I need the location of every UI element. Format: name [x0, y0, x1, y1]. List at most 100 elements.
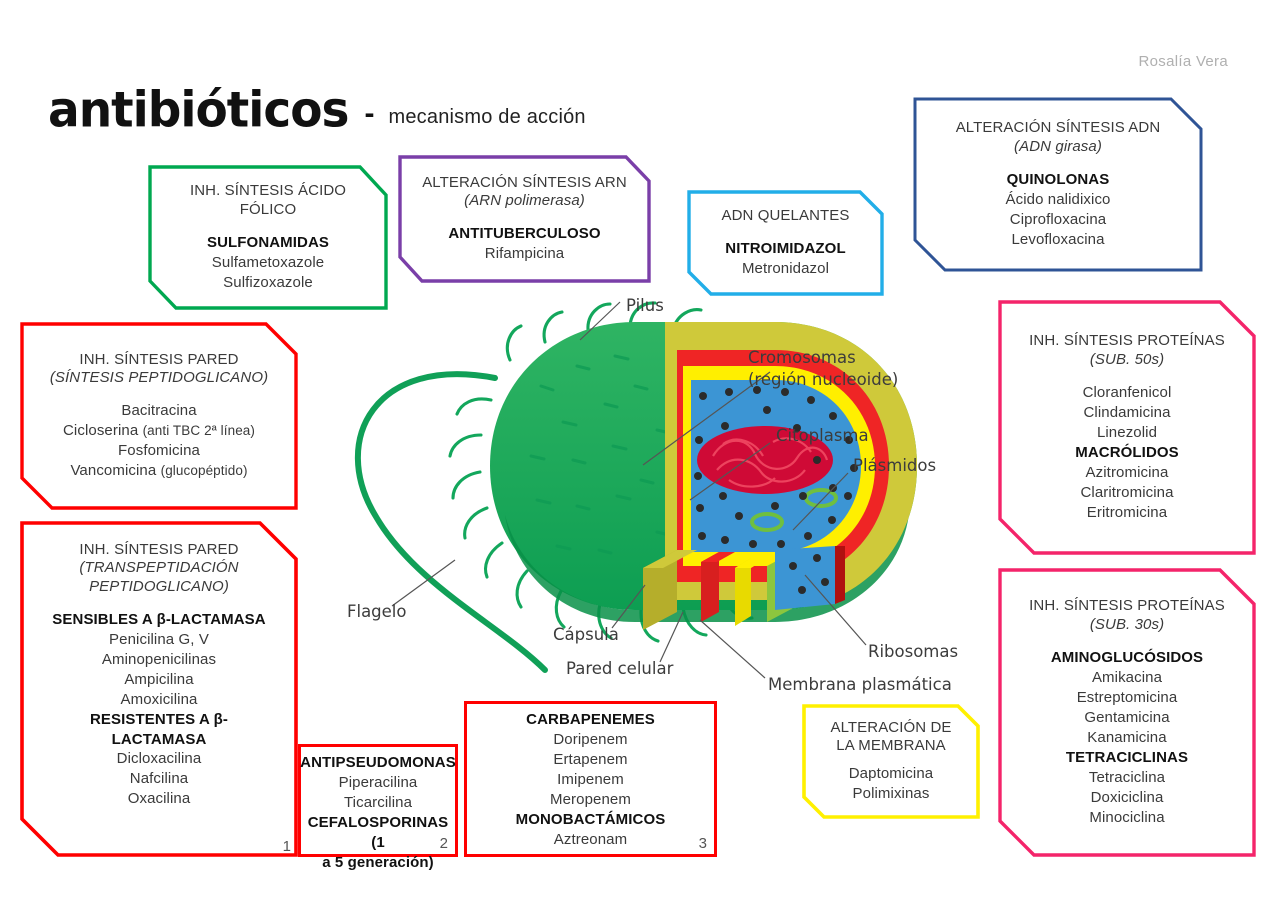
drug-item: Levofloxacina — [1011, 230, 1105, 248]
box-subheading-2: PEPTIDOGLICANO) — [89, 577, 229, 595]
label-flagelo: Flagelo — [347, 602, 407, 621]
box-heading: INH. SÍNTESIS PROTEÍNAS — [1029, 597, 1225, 615]
drug-class: MACRÓLIDOS — [1075, 443, 1179, 461]
label-capsula: Cápsula — [553, 625, 619, 644]
drug-class: ANTITUBERCULOSO — [448, 225, 601, 243]
drug-class: RESISTENTES A β- — [90, 710, 228, 728]
drug-item: Rifampicina — [484, 245, 565, 263]
drug-class-2: TETRACICLINAS — [1065, 748, 1189, 766]
box-heading: INH. SÍNTESIS PARED — [79, 350, 239, 368]
drug-item: Dicloxacilina — [116, 750, 202, 768]
drug-item: Aminopenicilinas — [101, 650, 217, 668]
drug-item: Vancomicina (glucopéptido) — [70, 461, 247, 481]
box-number: 2 — [439, 835, 448, 852]
drug-item: Aztreonam — [553, 830, 628, 848]
box-subheading: (ADN girasa) — [1014, 137, 1102, 155]
drug-name: Vancomicina — [70, 462, 157, 480]
drug-class: CARBAPENEMES — [526, 711, 655, 728]
box-heading: ALTERACIÓN SÍNTESIS ARN — [422, 173, 627, 191]
drug-item: Fosfomicina — [118, 442, 200, 460]
box-inh-sintesis-proteinas-50s: INH. SÍNTESIS PROTEÍNAS (SUB. 50s) Clora… — [998, 300, 1256, 555]
box-adn-quelantes: ADN QUELANTES NITROIMIDAZOL Metronidazol — [687, 190, 884, 296]
box-alteracion-sintesis-arn: ALTERACIÓN SÍNTESIS ARN (ARN polimerasa)… — [398, 155, 651, 283]
label-cromosomas-line1: Cromosomas — [748, 348, 856, 367]
drug-class-2: CEFALOSPORINAS (1 — [307, 813, 449, 851]
drug-item: Tetraciclina — [1088, 768, 1166, 786]
drug-class: QUINOLONAS — [1006, 170, 1110, 188]
label-cromosomas-line2: (región nucleoide) — [748, 370, 899, 389]
box-heading: INH. SÍNTESIS PROTEÍNAS — [1029, 332, 1225, 350]
box-subheading: (SÍNTESIS PEPTIDOGLICANO) — [49, 369, 269, 387]
drug-item: Kanamicina — [1087, 728, 1167, 746]
drug-item: Polimixinas — [852, 785, 930, 803]
drug-item: Piperacilina — [338, 773, 418, 791]
label-pared-celular: Pared celular — [566, 659, 674, 678]
drug-item: Ticarcilina — [343, 793, 413, 811]
box-inh-sintesis-pared-transpeptidacion: INH. SÍNTESIS PARED (TRANSPEPTIDACIÓN PE… — [20, 521, 298, 857]
drug-item: Doripenem — [553, 730, 628, 748]
drug-item: Nafcilina — [129, 770, 189, 788]
box-heading-2: LA MEMBRANA — [836, 737, 946, 755]
drug-item: Claritromicina — [1080, 483, 1174, 501]
drug-item: Cicloserina (anti TBC 2ª línea) — [63, 421, 255, 441]
label-pilus: Pilus — [626, 296, 664, 315]
box-heading: ALTERACIÓN DE — [830, 718, 952, 736]
drug-name: Cicloserina — [62, 422, 139, 440]
drug-class: ANTIPSEUDOMONAS — [300, 754, 456, 771]
drug-item: Bacitracina — [121, 402, 197, 420]
drug-class-2: MONOBACTÁMICOS — [515, 810, 666, 828]
drug-item: Oxacilina — [127, 790, 191, 808]
drug-item: Ciprofloxacina — [1009, 210, 1107, 228]
title-main-text: antibióticos — [48, 81, 349, 140]
author-credit: Rosalía Vera — [1138, 53, 1228, 70]
label-plasmidos: Plásmidos — [853, 456, 937, 475]
box-number: 1 — [282, 838, 291, 855]
box-carbapenemes: CARBAPENEMES Doripenem Ertapenem Imipene… — [464, 701, 717, 857]
box-alteracion-sintesis-adn: ALTERACIÓN SÍNTESIS ADN (ADN girasa) QUI… — [913, 97, 1203, 272]
drug-item: Metronidazol — [741, 260, 830, 278]
title-subtitle: mecanismo de acción — [388, 106, 586, 128]
drug-item: Ácido nalidixico — [1005, 190, 1111, 208]
drug-item: Eritromicina — [1086, 503, 1168, 521]
drug-item: Sulfizoxazole — [223, 273, 313, 291]
box-antipseudomonas: ANTIPSEUDOMONAS Piperacilina Ticarcilina… — [298, 744, 458, 871]
drug-item: Cloranfenicol — [1082, 384, 1172, 402]
drug-item: Sulfametoxazole — [211, 253, 325, 271]
drug-class-3: a 5 generación) — [322, 853, 434, 871]
drug-item: Minociclina — [1089, 808, 1165, 826]
drug-item: Amoxicilina — [120, 690, 198, 708]
drug-class: NITROIMIDAZOL — [725, 240, 846, 258]
box-subheading: (SUB. 30s) — [1089, 615, 1165, 633]
drug-class: AMINOGLUCÓSIDOS — [1050, 649, 1204, 667]
box-subheading: (SUB. 50s) — [1089, 350, 1165, 368]
drug-item: Doxiciclina — [1090, 788, 1164, 806]
drug-class: SENSIBLES A β-LACTAMASA — [52, 610, 266, 628]
box-heading: ALTERACIÓN SÍNTESIS ADN — [955, 119, 1161, 137]
box-heading: ADN QUELANTES — [721, 206, 850, 224]
label-ribosomas: Ribosomas — [868, 642, 959, 661]
title-dash: - — [364, 97, 375, 130]
drug-class-2: LACTAMASA — [111, 730, 207, 748]
drug-item: Ertapenem — [553, 750, 628, 768]
drug-item: Ampicilina — [124, 670, 194, 688]
box-heading: INH. SÍNTESIS ÁCIDO — [189, 182, 347, 200]
drug-item: Estreptomicina — [1076, 688, 1178, 706]
box-alteracion-membrana: ALTERACIÓN DE LA MEMBRANA Daptomicina Po… — [802, 704, 980, 819]
label-citoplasma: Citoplasma — [776, 426, 869, 445]
drug-item: Clindamicina — [1083, 403, 1171, 421]
drug-item: Meropenem — [550, 790, 631, 808]
drug-item: Amikacina — [1091, 669, 1163, 687]
box-subheading: (ARN polimerasa) — [464, 192, 585, 210]
drug-item: Linezolid — [1096, 423, 1158, 441]
drug-item: Imipenem — [557, 770, 624, 788]
drug-item: Azitromicina — [1085, 463, 1169, 481]
box-heading: INH. SÍNTESIS PARED — [79, 541, 239, 558]
drug-note: (glucopéptido) — [160, 463, 248, 479]
box-heading-2: FÓLICO — [239, 200, 297, 218]
box-inh-sintesis-proteinas-30s: INH. SÍNTESIS PROTEÍNAS (SUB. 30s) AMINO… — [998, 568, 1256, 857]
label-membrana-plasmatica: Membrana plasmática — [768, 675, 952, 694]
box-subheading: (TRANSPEPTIDACIÓN — [79, 559, 239, 577]
drug-item: Gentamicina — [1084, 708, 1170, 726]
